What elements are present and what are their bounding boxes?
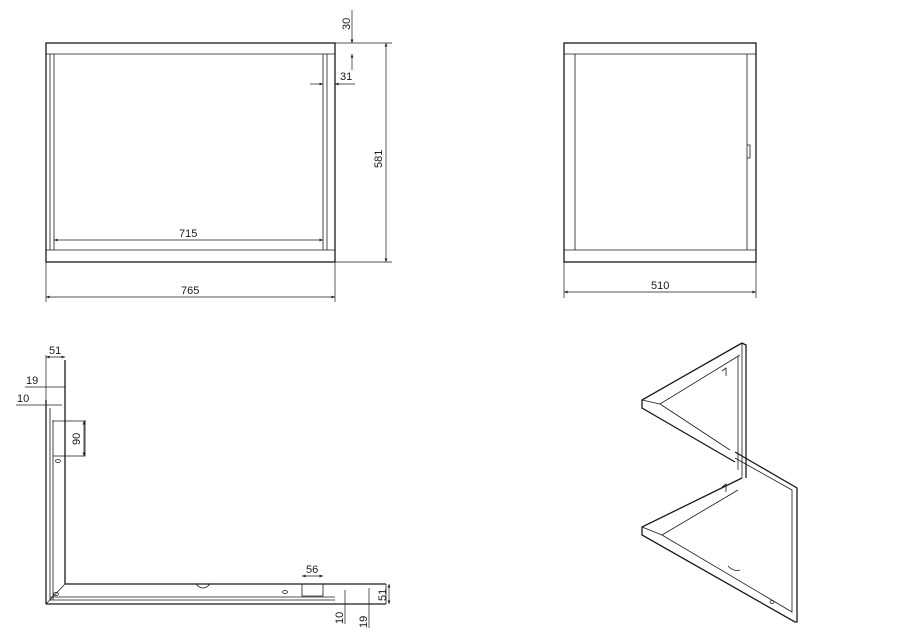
dim-56: 56 [306,564,318,576]
dim-31: 31 [340,71,352,83]
dim-10-left: 10 [17,393,29,405]
profile-view: 51 19 10 90 56 10 19 51 [16,345,391,628]
isometric-view [641,342,798,623]
dim-90: 90 [71,433,83,445]
dim-30: 30 [341,18,353,30]
dim-19-left: 19 [26,375,38,387]
side-view: 510 [563,42,757,298]
dim-765: 765 [181,285,199,297]
dim-581: 581 [373,150,385,168]
dim-51-top: 51 [49,345,61,357]
dim-10-bottom: 10 [334,612,346,624]
dim-510: 510 [651,280,669,292]
dim-51-right: 51 [377,589,389,601]
front-view: 30 31 581 715 765 [45,10,392,302]
dim-19-bottom: 19 [358,616,370,628]
dim-715: 715 [179,228,197,240]
